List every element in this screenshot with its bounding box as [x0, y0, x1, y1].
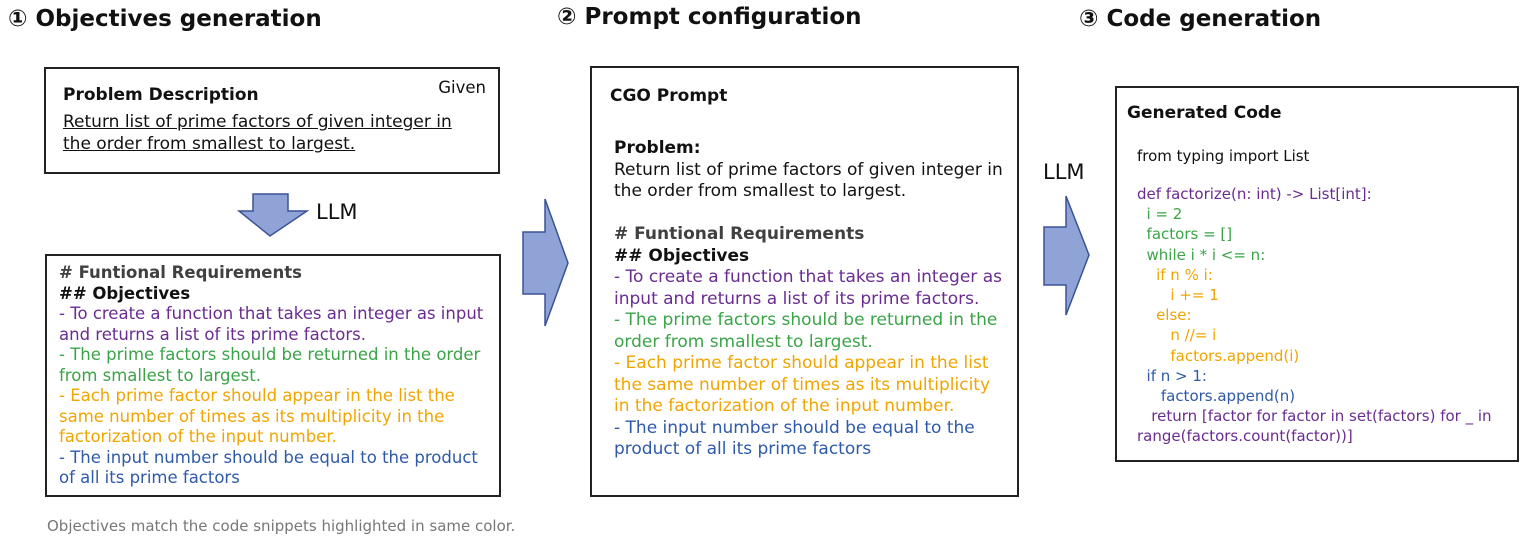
right-arrow-icon	[1043, 195, 1090, 316]
problem-text: Return list of prime factors of given in…	[614, 159, 1003, 202]
objective-item-1: - To create a function that takes an int…	[59, 304, 484, 344]
code-line: n //= i	[1137, 326, 1217, 345]
objective-item-4: - The input number should be equal to th…	[59, 447, 478, 488]
prompt-objectives-header: ## Objectives	[614, 245, 750, 266]
code-import-line: from typing import List	[1137, 147, 1310, 165]
down-arrow-icon	[236, 193, 310, 237]
stage-title-objectives-generation: ① Objectives generation	[8, 6, 322, 32]
code-line: range(factors.count(factor))]	[1137, 427, 1353, 446]
code-line: while i * i <= n:	[1137, 245, 1266, 264]
code-line: else:	[1137, 306, 1192, 325]
stage-title-code-generation: ③ Code generation	[1079, 6, 1322, 32]
code-line: factors.append(n)	[1137, 387, 1296, 406]
prompt-functional-requirements-header: # Funtional Requirements	[614, 224, 865, 244]
prompt-objective-item-3: - Each prime factor should appear in the…	[614, 353, 991, 416]
objectives-box: # Funtional Requirements ## Objectives -…	[45, 254, 501, 497]
generated-code-box: Generated Code from typing import List d…	[1115, 86, 1519, 462]
code-line: if n % i:	[1137, 265, 1213, 284]
functional-requirements-header: # Funtional Requirements	[59, 263, 302, 282]
right-arrow-icon	[522, 198, 569, 327]
llm-label-objectives: LLM	[316, 200, 358, 224]
llm-label-code: LLM	[1043, 160, 1085, 184]
problem-label: Problem:	[614, 138, 701, 158]
objective-item-3: - Each prime factor should appear in the…	[59, 386, 455, 446]
problem-description-title: Problem Description	[63, 85, 259, 105]
stage-title-prompt-configuration: ② Prompt configuration	[557, 4, 862, 30]
cgo-prompt-title: CGO Prompt	[610, 86, 728, 106]
problem-description-box: Given Problem Description Return list of…	[44, 67, 500, 174]
objectives-header: ## Objectives	[59, 283, 191, 303]
generated-code-title: Generated Code	[1127, 103, 1282, 123]
code-line: def factorize(n: int) -> List[int]:	[1137, 185, 1372, 203]
code-line: i += 1	[1137, 286, 1219, 305]
code-line: factors = []	[1137, 225, 1233, 244]
code-line: return [factor for factor in set(factors…	[1137, 407, 1492, 426]
code-line: if n > 1:	[1137, 366, 1207, 385]
prompt-objective-item-4: - The input number should be equal to th…	[614, 417, 975, 460]
code-line: i = 2	[1137, 205, 1183, 224]
code-line: factors.append(i)	[1137, 346, 1300, 365]
color-match-caption: Objectives match the code snippets highl…	[47, 517, 516, 535]
cgo-prompt-box: CGO Prompt Problem: Return list of prime…	[590, 66, 1019, 497]
prompt-objective-item-2: - The prime factors should be returned i…	[614, 310, 998, 352]
problem-description-text: Return list of prime factors of given in…	[63, 112, 452, 154]
prompt-objective-item-1: - To create a function that takes an int…	[614, 267, 1002, 309]
objective-item-2: - The prime factors should be returned i…	[59, 345, 481, 385]
given-tag: Given	[438, 78, 486, 97]
